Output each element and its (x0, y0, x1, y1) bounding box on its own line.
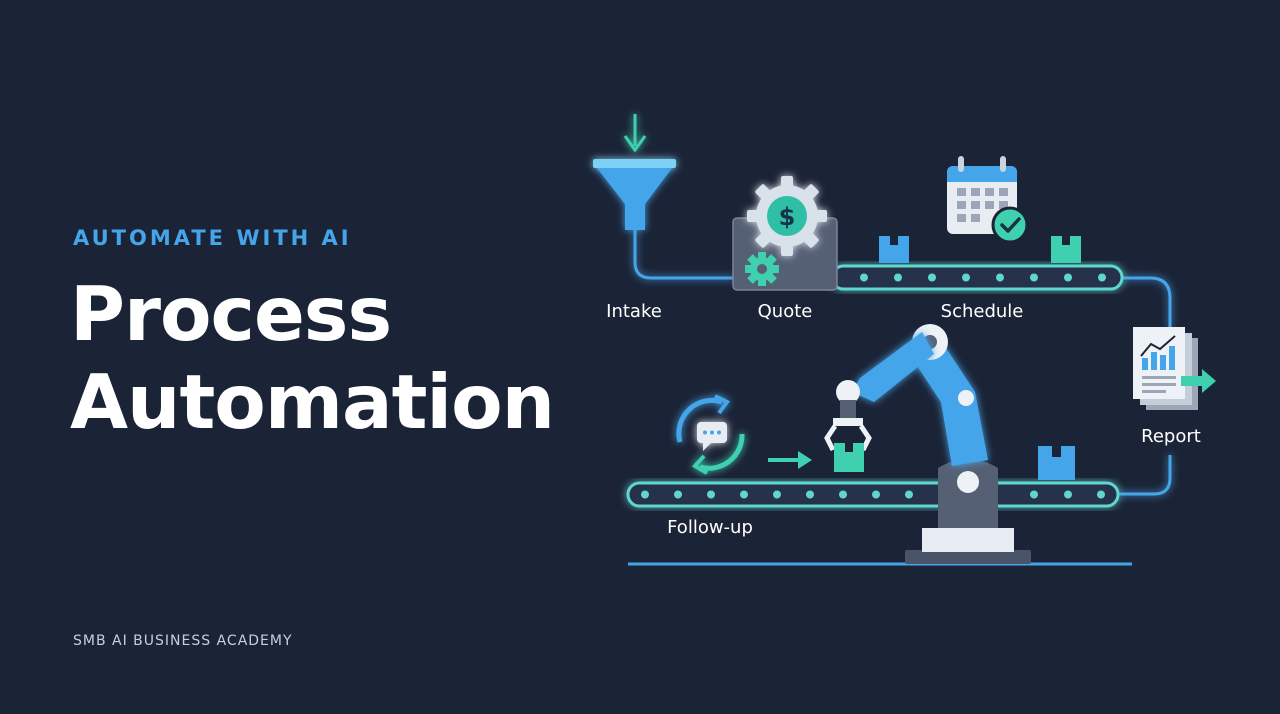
flow-pipes (633, 230, 1172, 496)
kicker-label: AUTOMATE WITH AI (73, 226, 352, 250)
flow-arrow-icon (768, 451, 812, 469)
package-box (879, 236, 909, 263)
stage-label-report: Report (1141, 426, 1201, 447)
large-gear-icon: $ (747, 176, 827, 256)
funnel-icon (593, 114, 676, 230)
top-conveyor (830, 264, 1124, 291)
stage-label-intake: Intake (606, 301, 662, 322)
page-title: Process Automation (70, 270, 555, 446)
stage-label-quote: Quote (758, 301, 813, 322)
robotic-arm-icon (824, 324, 1048, 564)
bottom-conveyor (626, 481, 1120, 508)
dollar-gear-icon: $ (732, 176, 838, 291)
stage-label-follow-up: Follow-up (667, 517, 753, 538)
calendar-check-icon (947, 156, 1029, 244)
package-box (1051, 236, 1081, 263)
footer-brand: SMB AI BUSINESS ACADEMY (73, 633, 293, 649)
package-box (1038, 446, 1075, 480)
chat-refresh-icon (676, 394, 745, 475)
currency-symbol: $ (779, 203, 796, 231)
title-line-1: Process (70, 270, 392, 358)
report-chart-icon (1133, 327, 1216, 410)
title-line-2: Automation (70, 358, 555, 446)
small-gear-icon (745, 252, 779, 286)
stage-label-schedule: Schedule (941, 301, 1024, 322)
